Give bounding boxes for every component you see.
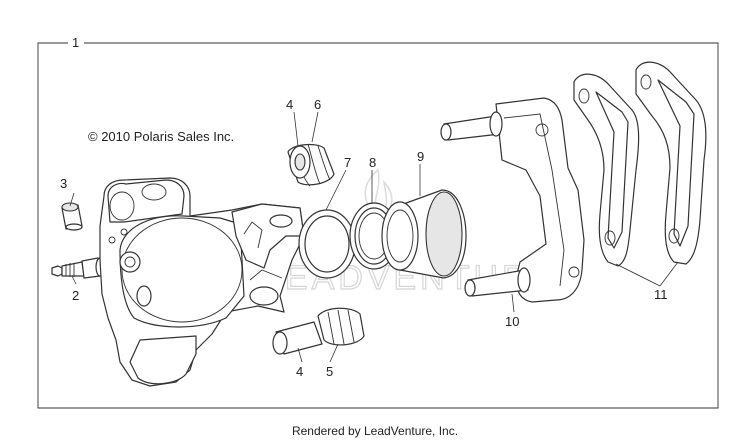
callout-10: 10	[505, 314, 519, 329]
part-upper-pin-boot	[287, 143, 335, 187]
assembly-frame	[37, 42, 719, 409]
part-piston-seal	[298, 209, 356, 279]
callout-4-upper: 4	[286, 97, 293, 112]
callout-2: 2	[72, 288, 79, 303]
callout-5: 5	[326, 364, 333, 379]
part-bleeder-cap	[61, 202, 83, 231]
leader-lines	[69, 111, 679, 363]
callout-9: 9	[417, 149, 424, 164]
part-brake-pad-outer	[635, 61, 707, 265]
copyright-text: © 2010 Polaris Sales Inc.	[88, 129, 234, 144]
footer-credit: Rendered by LeadVenture, Inc.	[291, 424, 459, 438]
part-piston	[381, 189, 467, 279]
callout-8: 8	[369, 155, 376, 170]
callout-3: 3	[60, 176, 67, 191]
part-brake-pad-inner	[573, 73, 640, 267]
callout-4-lower: 4	[296, 364, 303, 379]
part-caliper-body	[99, 177, 305, 387]
callout-1: 1	[72, 35, 79, 50]
callout-7: 7	[344, 155, 351, 170]
part-lower-slide-pin	[272, 307, 365, 355]
callout-6: 6	[314, 97, 321, 112]
callout-11: 11	[654, 287, 668, 302]
part-bleeder-screw	[51, 257, 105, 279]
part-pad-bracket	[440, 97, 585, 303]
